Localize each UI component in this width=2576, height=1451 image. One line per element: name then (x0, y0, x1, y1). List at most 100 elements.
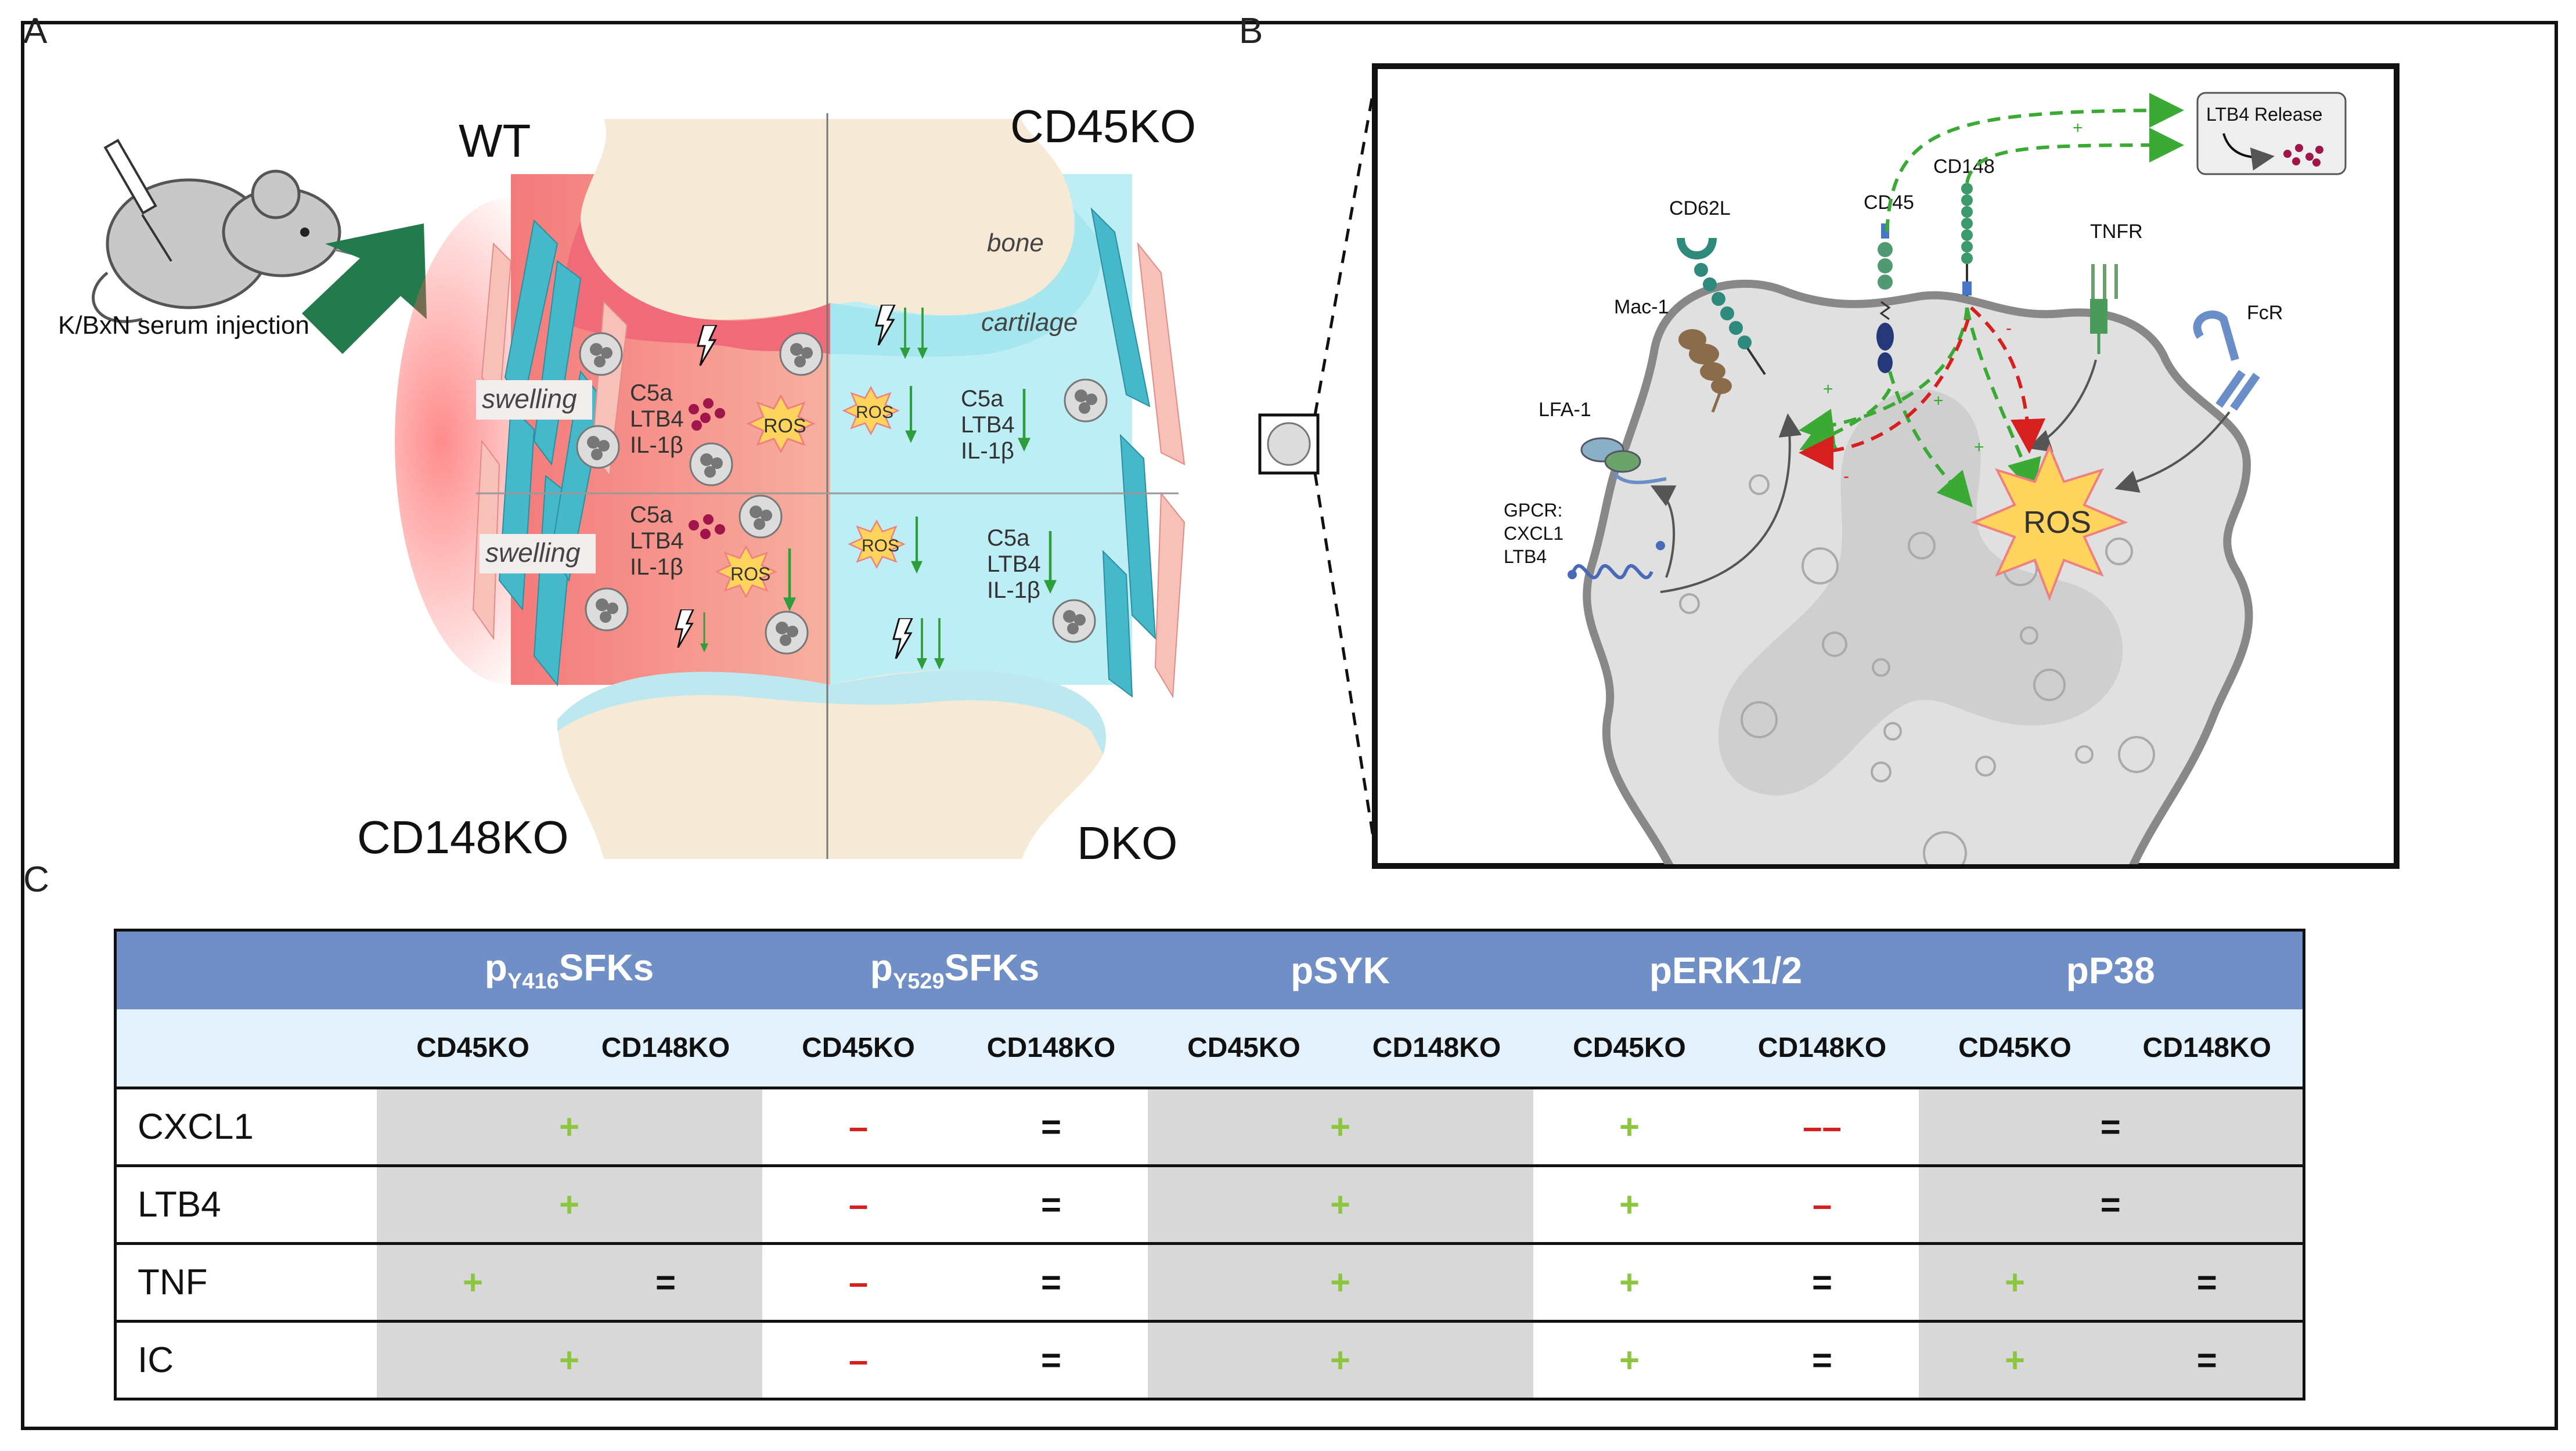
label-cd62l: CD62L (1669, 197, 1731, 219)
neutrophil-icon (579, 332, 623, 376)
minus-sign: - (1843, 467, 1849, 486)
vesicles (1679, 474, 2155, 864)
table-cell: = (1918, 1088, 2305, 1167)
swelling-label-bottom: swelling (485, 537, 581, 568)
table-cell: + (1918, 1321, 2112, 1401)
swelling-tag-bottom (480, 534, 596, 573)
plus-sign: + (1933, 391, 1944, 410)
table-row: TNF+=–=++=+= (114, 1243, 2305, 1323)
panel-letter-b: B (1239, 11, 1263, 51)
ltb4-dots-cd148ko (689, 514, 725, 539)
header-col-pp38: pP38 (1918, 929, 2305, 1009)
plus-sign: + (2073, 118, 2083, 138)
table-cell: + (376, 1321, 762, 1401)
upper-cartilage-wt (564, 221, 830, 354)
ros-label-wt: ROS (763, 415, 806, 437)
dko-il1b: IL-1β (987, 577, 1040, 603)
minus-sign: - (2006, 319, 2012, 338)
plus-sign: + (1823, 380, 1833, 399)
label-gpcr-cxcl1: CXCL1 (1504, 523, 1563, 544)
table-cell: = (1725, 1321, 1919, 1401)
table-cell: = (954, 1321, 1148, 1401)
cd45ko-ltb4: LTB4 (961, 412, 1015, 438)
zoom-line-bottom (1313, 472, 1379, 862)
lower-cartilage (557, 670, 1107, 755)
table-cell: = (954, 1088, 1148, 1167)
swelling-tag-top (476, 380, 592, 420)
plus-sign: + (1974, 438, 1984, 457)
label-bone: bone (987, 229, 1044, 257)
subheader-cd148ko: CD148KO (2111, 1009, 2305, 1089)
mac1-receptor (1678, 329, 1732, 413)
cd148ko-il1b: IL-1β (630, 554, 683, 580)
table-cell: – (1725, 1165, 1919, 1245)
subheader-corner (114, 1009, 377, 1089)
synovial-cells-right-pink (1137, 241, 1186, 699)
table-cell: + (376, 1243, 570, 1323)
mouse-illustration (92, 139, 358, 323)
header-col-psyk: pSYK (1147, 929, 1533, 1009)
table-cell: + (1533, 1321, 1726, 1401)
row-label: IC (114, 1321, 377, 1401)
neutrophil-icon (1052, 599, 1096, 643)
table-cell: = (954, 1243, 1148, 1323)
table-cell: = (2111, 1321, 2305, 1401)
subheader-cd148ko: CD148KO (954, 1009, 1148, 1089)
green-arrow-icon (302, 223, 427, 354)
row-label: LTB4 (114, 1165, 377, 1245)
injection-label: K/BxN serum injection (58, 311, 309, 340)
ltb4-release-label: LTB4 Release (2206, 104, 2322, 125)
table-cell: + (376, 1165, 762, 1245)
cd45ko-il1b: IL-1β (961, 438, 1014, 464)
ros-label-dko: ROS (862, 536, 899, 555)
label-gpcr: GPCR: (1504, 500, 1562, 521)
table-cell: – (762, 1165, 955, 1245)
cd45ko-c5a: C5a (961, 386, 1004, 412)
label-mac1: Mac-1 (1614, 296, 1669, 318)
table-cell: + (1918, 1243, 2112, 1323)
row-label: TNF (114, 1243, 377, 1323)
table-cell: = (569, 1243, 762, 1323)
table-cell: = (1725, 1243, 1919, 1323)
subheader-cd148ko: CD148KO (569, 1009, 762, 1089)
figure-frame (21, 21, 2558, 1430)
label-gpcr-ltb4: LTB4 (1504, 546, 1547, 567)
subheader-cd148ko: CD148KO (1340, 1009, 1533, 1089)
table-cell: + (376, 1088, 762, 1167)
panel-letter-c: C (23, 860, 49, 900)
table-cell: = (954, 1165, 1148, 1245)
fcr-receptor (2193, 310, 2260, 411)
cd148ko-ltb4: LTB4 (630, 528, 684, 554)
table-cell: + (1533, 1243, 1726, 1323)
table-cell: = (1918, 1165, 2305, 1245)
dko-c5a: C5a (987, 525, 1030, 551)
neutrophil-icon (585, 587, 629, 631)
label-tnfr: TNFR (2090, 221, 2143, 243)
neutrophil-icon (765, 611, 809, 655)
subheader-cd45ko: CD45KO (376, 1009, 570, 1089)
synovial-cells-right (1090, 207, 1157, 698)
cd62l-receptor (1677, 237, 1766, 376)
table-cell: + (1533, 1088, 1726, 1167)
tnfr-receptor (2090, 264, 2118, 354)
neutrophil-icon (1267, 422, 1311, 466)
neutrophil-icon (738, 495, 783, 539)
table-row: IC+–=++=+= (114, 1321, 2305, 1401)
label-fcr: FcR (2247, 302, 2283, 324)
zoom-line-top (1313, 69, 1379, 416)
subheader-cd45ko: CD45KO (1147, 1009, 1341, 1089)
ltb4-dots-wt (689, 398, 725, 431)
wt-il1b: IL-1β (630, 432, 683, 458)
header-col-py416sfks: pY416SFKs (376, 929, 762, 1009)
label-lfa1: LFA-1 (1539, 399, 1591, 421)
label-cd45ko: CD45KO (1010, 100, 1196, 152)
table-row: CXCL1+–=++––= (114, 1088, 2305, 1167)
table-cell: + (1147, 1165, 1533, 1245)
header-corner (114, 929, 377, 1009)
panel-a-joint-diagram: K/BxN serum injection WT CD45K (58, 100, 1196, 869)
subheader-cd45ko: CD45KO (1918, 1009, 2112, 1089)
table-cell: – (762, 1321, 955, 1401)
ros-label-cd148ko: ROS (730, 564, 770, 584)
table-cell: + (1147, 1088, 1533, 1167)
neutrophil-icon (689, 442, 733, 486)
